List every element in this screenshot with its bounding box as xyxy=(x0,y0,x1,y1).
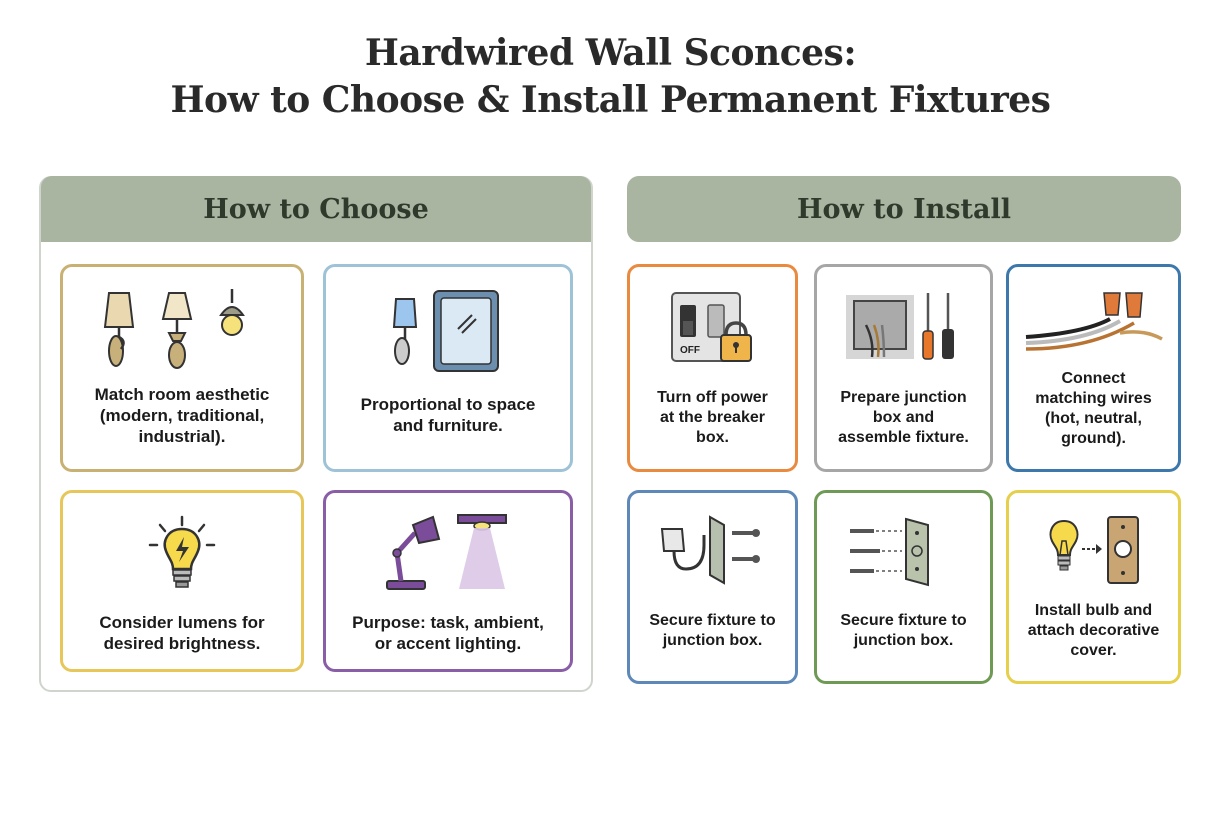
page-title: Hardwired Wall Sconces: How to Choose & … xyxy=(0,30,1221,124)
install-card-connect: Connect matching wires (hot, neutral, gr… xyxy=(1006,264,1181,472)
wire-nuts-icon xyxy=(1009,289,1178,359)
off-text: OFF xyxy=(680,345,700,356)
breaker-lock-icon: OFF xyxy=(630,291,795,367)
install-card-prepare: Prepare junction box and assemble fixtur… xyxy=(814,264,993,472)
install-card-label: Install bulb and attach decorative cover… xyxy=(1027,602,1160,659)
install-card-secure-1: Secure fixture to junction box. xyxy=(627,490,798,684)
install-card-label: Secure fixture to junction box. xyxy=(649,612,776,649)
choose-card-purpose: Purpose: task, ambient, or accent lighti… xyxy=(323,490,573,672)
choose-card-label: Consider lumens for desired brightness. xyxy=(99,613,265,653)
bulb-cover-icon xyxy=(1009,515,1178,587)
install-card-secure-2: Secure fixture to junction box. xyxy=(814,490,993,684)
install-card-label: Prepare junction box and assemble fixtur… xyxy=(838,389,969,446)
title-line-2: How to Choose & Install Permanent Fixtur… xyxy=(170,79,1051,121)
install-header: How to Install xyxy=(627,176,1181,242)
install-card-bulb-cover: Install bulb and attach decorative cover… xyxy=(1006,490,1181,684)
install-card-power-off: OFF Turn off power at the breaker box. xyxy=(627,264,798,472)
junction-box-tools-icon xyxy=(817,291,990,365)
choose-card-aesthetic: Match room aesthetic (modern, traditiona… xyxy=(60,264,304,472)
choose-card-label: Proportional to space and furniture. xyxy=(360,395,536,435)
install-card-label: Secure fixture to junction box. xyxy=(840,612,967,649)
choose-card-label: Match room aesthetic (modern, traditiona… xyxy=(94,385,270,446)
sconce-mirror-icon xyxy=(326,289,570,377)
choose-header: How to Choose xyxy=(41,176,591,242)
choose-card-proportion: Proportional to space and furniture. xyxy=(323,264,573,472)
fixture-mount-icon xyxy=(630,515,795,585)
sconce-styles-icon xyxy=(63,289,301,369)
title-line-1: Hardwired Wall Sconces: xyxy=(364,32,857,74)
install-card-label: Turn off power at the breaker box. xyxy=(657,389,768,446)
lightbulb-icon xyxy=(63,515,301,593)
desk-lamp-icon xyxy=(326,513,570,593)
install-card-label: Connect matching wires (hot, neutral, gr… xyxy=(1035,370,1152,447)
choose-card-lumens: Consider lumens for desired brightness. xyxy=(60,490,304,672)
mounting-plate-screws-icon xyxy=(817,515,990,587)
choose-card-label: Purpose: task, ambient, or accent lighti… xyxy=(352,613,544,653)
